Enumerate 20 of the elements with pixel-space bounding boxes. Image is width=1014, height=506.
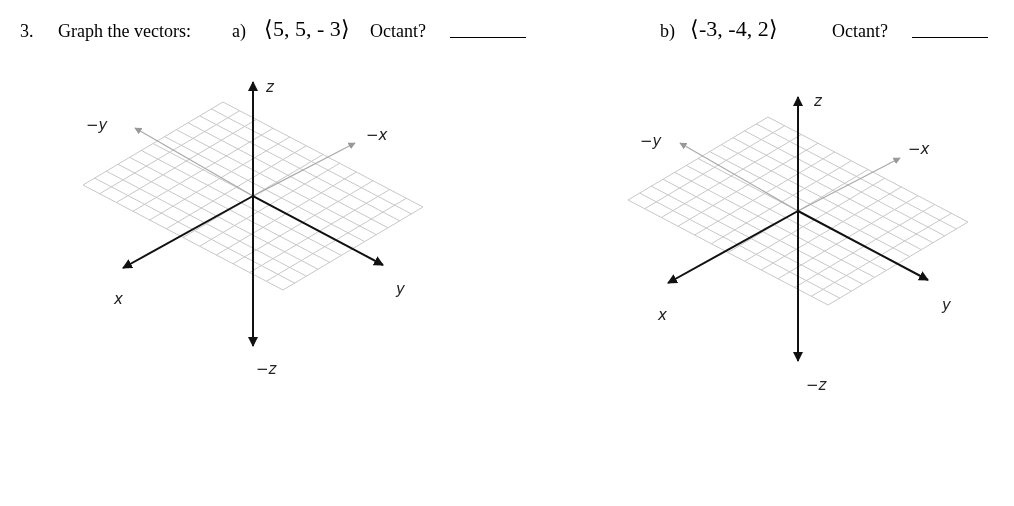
axis-label: −y xyxy=(86,118,108,133)
axis-label: x xyxy=(658,308,667,323)
question-text: Octant? xyxy=(370,22,426,40)
question-text: Octant? xyxy=(832,22,888,40)
part-label: a) xyxy=(232,22,246,40)
axis-label: y xyxy=(942,298,951,313)
axis-label: y xyxy=(396,282,405,297)
axis-label: z xyxy=(266,80,274,95)
instruction-text: Graph the vectors: xyxy=(58,22,191,40)
axis-label: x xyxy=(114,292,123,307)
axis-label: −y xyxy=(640,134,662,149)
vector-notation: ⟨-3, -4, 2⟩ xyxy=(690,18,778,40)
axis-label: −z xyxy=(256,362,277,377)
part-label: b) xyxy=(660,22,675,40)
axis-label: −x xyxy=(908,142,930,157)
axis-label: z xyxy=(814,94,822,109)
axis-label: −z xyxy=(806,378,827,393)
axis-label: −x xyxy=(366,128,388,143)
question-number: 3. xyxy=(20,22,34,40)
vector-notation: ⟨5, 5, - 3⟩ xyxy=(264,18,350,40)
